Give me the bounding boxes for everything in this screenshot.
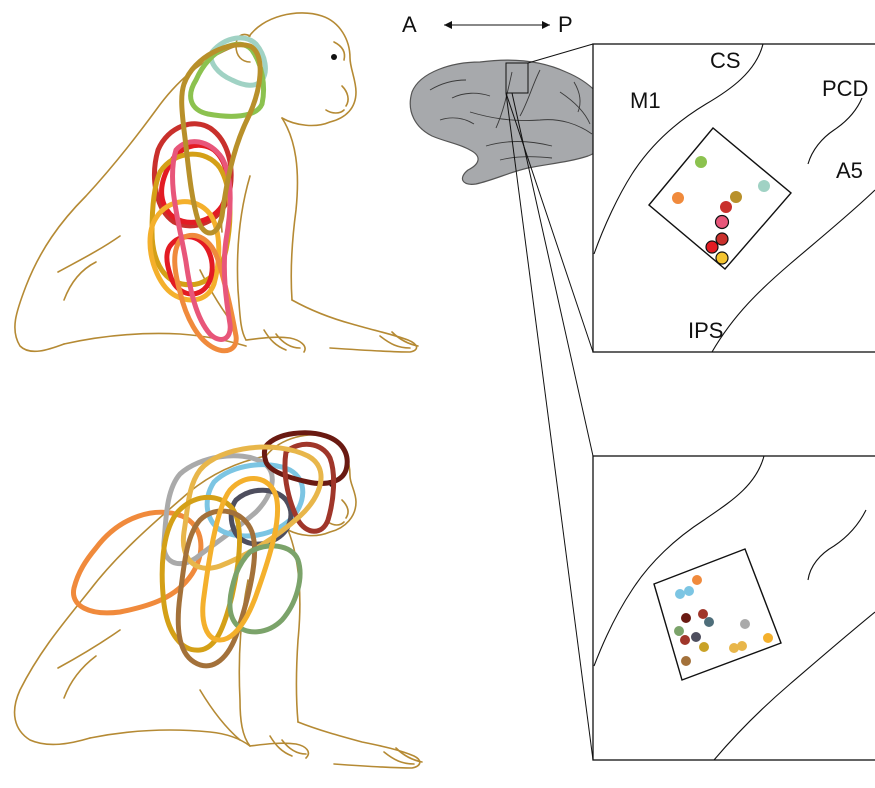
site-bottom-5 xyxy=(698,609,708,619)
top-monkey-outline xyxy=(15,13,418,352)
arrow-left-icon xyxy=(444,21,452,29)
site-bottom-3 xyxy=(692,575,702,585)
label-posterior: P xyxy=(558,12,573,37)
site-top-5 xyxy=(720,201,732,213)
bottom-receptive-fields xyxy=(73,433,347,666)
site-bottom-12 xyxy=(740,619,750,629)
label-ips: IPS xyxy=(688,318,723,343)
top-receptive-fields xyxy=(150,38,265,351)
site-bottom-7 xyxy=(674,626,684,636)
site-bottom-10 xyxy=(699,642,709,652)
site-bottom-11 xyxy=(681,656,691,666)
top-monkey-eye xyxy=(331,54,337,60)
site-bottom-13 xyxy=(763,633,773,643)
bottom-panel-frame xyxy=(593,456,875,760)
label-anterior: A xyxy=(402,12,417,37)
bottom-zoom-panel xyxy=(593,456,875,760)
bottom-monkey xyxy=(15,433,422,768)
top-zoom-panel: CS M1 PCD A5 IPS xyxy=(593,44,875,352)
site-bottom-2 xyxy=(684,586,694,596)
site-top-9 xyxy=(716,252,728,264)
site-top-4 xyxy=(758,180,770,192)
site-top-2 xyxy=(672,192,684,204)
site-top-8 xyxy=(706,241,718,253)
site-bottom-8 xyxy=(680,635,690,645)
site-bottom-15 xyxy=(737,641,747,651)
orientation-arrow: A P xyxy=(402,12,573,37)
site-top-6 xyxy=(716,216,729,229)
label-a5: A5 xyxy=(836,158,863,183)
top-monkey xyxy=(15,13,418,352)
site-bottom-1 xyxy=(675,589,685,599)
site-bottom-6 xyxy=(704,617,714,627)
site-bottom-9 xyxy=(691,632,701,642)
site-bottom-4 xyxy=(681,613,691,623)
site-top-7 xyxy=(716,233,728,245)
site-top-1 xyxy=(695,156,707,168)
arrow-right-icon xyxy=(542,21,550,29)
label-cs: CS xyxy=(710,48,741,73)
site-top-3 xyxy=(730,191,742,203)
label-m1: M1 xyxy=(630,88,661,113)
label-pcd: PCD xyxy=(822,76,868,101)
